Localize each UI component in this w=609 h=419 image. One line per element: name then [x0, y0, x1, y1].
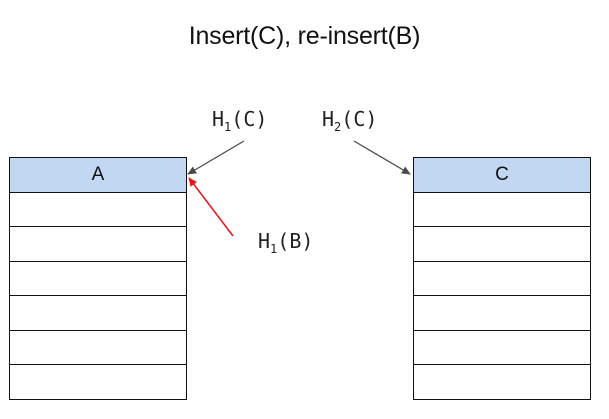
- hash-arg: (C): [231, 107, 268, 131]
- table-right-slot-empty: [414, 331, 590, 365]
- table-left-slot-empty: [10, 262, 186, 296]
- hash-index: 1: [270, 242, 278, 256]
- table-right-slot-empty: [414, 365, 590, 400]
- table-left-slot-empty: [10, 331, 186, 365]
- table-right-slot-empty: [414, 227, 590, 262]
- hash-arg: (B): [277, 229, 314, 253]
- hash-label-h1-c: H1(C): [212, 107, 267, 134]
- table-right-slot-header: C: [414, 158, 590, 193]
- hash-label-h2-c: H2(C): [322, 107, 377, 134]
- hash-fn: H: [212, 107, 225, 131]
- hash-label-h1-b: H1(B): [258, 229, 313, 256]
- table-right-slot-empty: [414, 296, 590, 331]
- table-left-slot-empty: [10, 365, 186, 400]
- hash-arg: (C): [341, 107, 378, 131]
- table-left-slot-empty: [10, 193, 186, 227]
- hash-index: 2: [334, 120, 342, 134]
- arrow-h2c-to-c: [353, 140, 411, 175]
- hash-table-left: A: [9, 157, 187, 400]
- table-left-slot-header: A: [10, 158, 186, 193]
- hash-index: 1: [224, 120, 232, 134]
- arrow-h1b-to-a: [188, 177, 234, 237]
- table-left-slot-empty: [10, 296, 186, 331]
- hash-fn: H: [322, 107, 335, 131]
- table-right-slot-empty: [414, 193, 590, 227]
- arrow-h1c-to-a: [187, 140, 245, 175]
- diagram-title: Insert(C), re-insert(B): [188, 22, 421, 50]
- hash-table-right: C: [413, 157, 591, 400]
- hash-fn: H: [258, 229, 271, 253]
- table-left-slot-empty: [10, 227, 186, 262]
- table-right-slot-empty: [414, 262, 590, 296]
